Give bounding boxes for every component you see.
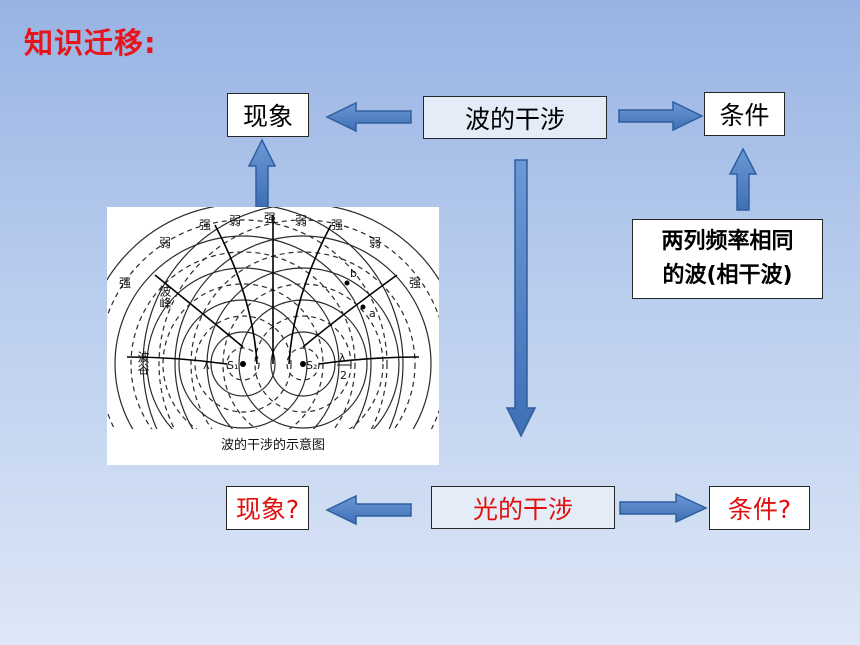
label-b: b	[350, 267, 357, 280]
coherent-line1: 两列频率相同	[661, 229, 794, 254]
wave-interference-label: 波的干涉	[464, 104, 565, 134]
label-weak: 弱	[229, 214, 241, 228]
arrow-up-figure	[247, 138, 277, 208]
label-strong: 强	[119, 276, 131, 290]
label-strong: 强	[331, 218, 343, 232]
arrow-up-condition	[728, 147, 758, 211]
source-s1-dot	[240, 361, 246, 367]
slide-title: 知识迁移:	[24, 26, 157, 60]
label-weak: 弱	[295, 214, 307, 228]
label-half-lambda-den: 2	[340, 369, 347, 382]
arrow-right-top	[618, 100, 704, 132]
label-strong: 强	[409, 276, 421, 290]
arrow-right-bottom	[619, 492, 708, 524]
coherent-line2: 的波(相干波)	[662, 263, 793, 288]
interference-pattern: 强 弱 强 弱 强 弱 弱 强 强 波峰 波谷 S₁ S₂ λ λ 2 a b …	[107, 207, 439, 453]
figure-caption: 波的干涉的示意图	[221, 437, 325, 453]
arrow-left-bottom	[325, 494, 412, 526]
label-weak: 弱	[159, 236, 171, 250]
box-light-interference: 光的干涉	[431, 486, 615, 529]
box-condition-bottom: 条件?	[709, 486, 810, 530]
light-interference-label: 光的干涉	[472, 494, 573, 524]
box-condition-top: 条件	[704, 92, 785, 136]
phenomenon-bottom-label: 现象?	[235, 495, 300, 524]
label-a: a	[369, 307, 376, 320]
condition-top-label: 条件	[719, 101, 770, 130]
label-s1: S₁	[227, 359, 238, 372]
box-wave-interference: 波的干涉	[423, 96, 607, 139]
box-coherent-waves: 两列频率相同 的波(相干波)	[632, 219, 823, 299]
label-s2: S₂	[306, 359, 317, 372]
label-crest: 波峰	[158, 285, 172, 309]
label-lambda: λ	[203, 359, 210, 372]
label-trough: 波谷	[136, 351, 150, 376]
arrow-down-long	[505, 159, 537, 438]
label-strong: 强	[199, 218, 211, 232]
box-phenomenon-bottom: 现象?	[226, 486, 309, 530]
box-phenomenon-top: 现象	[227, 93, 309, 137]
arrow-left-top	[325, 101, 412, 133]
label-half-lambda-num: λ	[339, 351, 346, 364]
phenomenon-top-label: 现象	[242, 102, 293, 131]
condition-bottom-label: 条件?	[727, 495, 792, 524]
interference-figure: 强 弱 强 弱 强 弱 弱 强 强 波峰 波谷 S₁ S₂ λ λ 2 a b …	[107, 207, 439, 465]
label-weak: 弱	[369, 236, 381, 250]
source-s2-dot	[300, 361, 306, 367]
label-strong: 强	[264, 211, 276, 225]
